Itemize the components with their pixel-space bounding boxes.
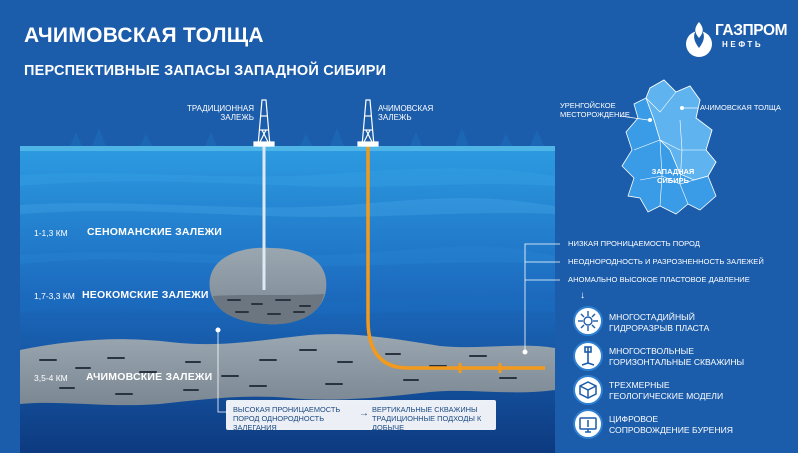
comparison-left: ВЫСОКАЯ ПРОНИЦАЕМОСТЬ ПОРОД ОДНОРОДНОСТЬ…	[233, 405, 341, 432]
achimov-reservoir	[20, 334, 555, 406]
layer-name: СЕНОМАНСКИЕ ЗАЛЕЖИ	[87, 226, 223, 238]
comparison-box	[226, 400, 496, 430]
multilateral-well-icon	[573, 341, 603, 371]
feature-item: НЕОДНОРОДНОСТЬ И РАЗРОЗНЕННОСТЬ ЗАЛЕЖЕЙ	[568, 257, 764, 266]
west-siberia-map	[619, 79, 717, 215]
flame-icon	[686, 22, 712, 57]
solution-label: ТРЕХМЕРНЫЕ ГЕОЛОГИЧЕСКИЕ МОДЕЛИ	[609, 380, 724, 401]
depth-label: 1-1,3 КМ	[34, 228, 68, 238]
comparison-right: ВЕРТИКАЛЬНЫЕ СКВАЖИНЫ ТРАДИЦИОННЫЕ ПОДХО…	[372, 405, 482, 432]
digital-drilling-icon	[573, 409, 603, 439]
traditional-rig-icon	[253, 99, 275, 147]
page-title: АЧИМОВСКАЯ ТОЛЩА	[24, 24, 264, 47]
oil-dashes	[39, 349, 517, 395]
solution-label: ЦИФРОВОЕ СОПРОВОЖДЕНИЕ БУРЕНИЯ	[609, 414, 733, 435]
arrow-down-icon: ↓	[580, 290, 585, 301]
map-label-achimov: АЧИМОВСКАЯ ТОЛЩА	[700, 103, 781, 112]
comparison-arrow: →	[359, 408, 369, 419]
logo-name: ГАЗПРОМ	[715, 22, 788, 39]
depth-label: 1,7-3,3 КМ	[34, 291, 75, 301]
neocomian-oil-zone	[213, 294, 324, 325]
ground-surface	[20, 146, 555, 151]
achimov-wellbore	[366, 146, 545, 370]
feature-item: АНОМАЛЬНО ВЫСОКОЕ ПЛАСТОВОЕ ДАВЛЕНИЕ	[568, 275, 750, 284]
map-label-urengoy: УРЕНГОЙСКОЕ МЕСТОРОЖДЕНИЕ	[560, 101, 630, 119]
depth-label: 3,5-4 КМ	[34, 373, 68, 383]
achimov-rig-icon	[357, 99, 379, 147]
callout-lines	[524, 243, 560, 352]
layer-name: АЧИМОВСКИЕ ЗАЛЕЖИ	[86, 371, 213, 383]
feature-item: НИЗКАЯ ПРОНИЦАЕМОСТЬ ПОРОД	[568, 239, 700, 248]
achimov-well-label: АЧИМОВСКАЯ ЗАЛЕЖЬ	[378, 104, 434, 122]
stratum-line	[20, 198, 555, 217]
3d-model-icon	[573, 375, 603, 405]
logo-sub: НЕФТЬ	[722, 40, 764, 49]
traditional-well-label: ТРАДИЦИОННАЯ ЗАЛЕЖЬ	[186, 104, 254, 122]
solution-label: МНОГОСТВОЛЬНЫЕ ГОРИЗОНТАЛЬНЫЕ СКВАЖИНЫ	[609, 346, 745, 367]
gazprom-neft-logo: ГАЗПРОМ НЕФТЬ	[684, 18, 788, 62]
oil-dashes	[227, 299, 311, 315]
layer-name: НЕОКОМСКИЕ ЗАЛЕЖИ	[82, 289, 209, 301]
comparison-connector	[217, 330, 228, 413]
frac-icon	[573, 306, 603, 336]
page-subtitle: ПЕРСПЕКТИВНЫЕ ЗАПАСЫ ЗАПАДНОЙ СИБИРИ	[24, 63, 387, 79]
solution-label: МНОГОСТАДИЙНЫЙ ГИДРОРАЗРЫВ ПЛАСТА	[609, 312, 710, 333]
comparison-dot	[215, 327, 221, 333]
stratum-line	[20, 168, 555, 187]
trees	[70, 128, 544, 146]
callout-dot	[522, 349, 528, 355]
map-label-region: ЗАПАДНАЯ СИБИРЬ	[651, 167, 695, 185]
